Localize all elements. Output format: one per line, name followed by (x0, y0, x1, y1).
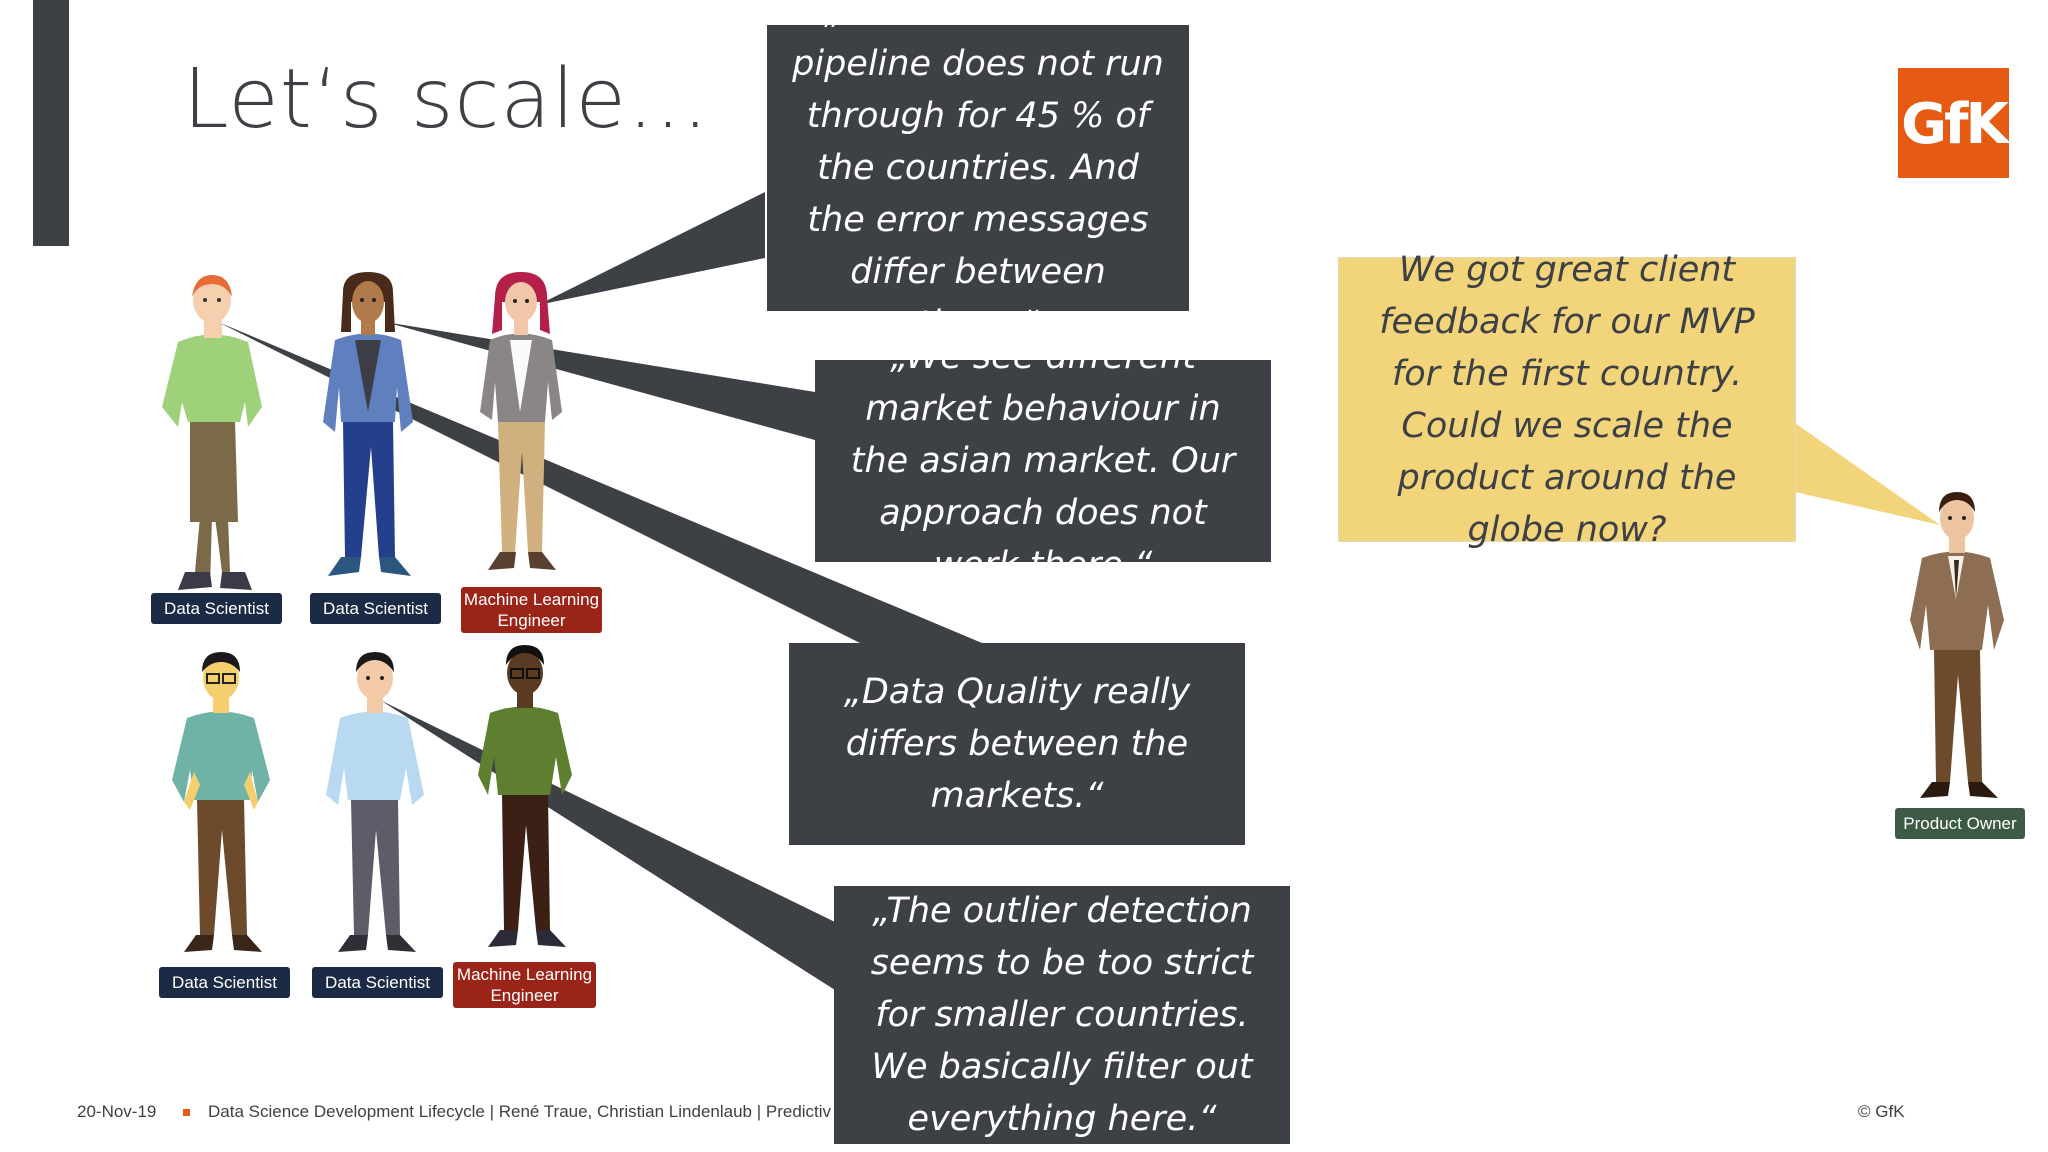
tail-outlier (380, 700, 835, 990)
tail-pipeline (538, 192, 765, 305)
footer-copyright: © GfK (1858, 1102, 1905, 1121)
accent-bar (33, 0, 69, 246)
person-icon (323, 272, 413, 576)
label-data-scientist-4: Data Scientist (312, 967, 443, 998)
tail-product-owner (1795, 423, 1940, 525)
bubble-product-owner: We got great client feedback for our MVP… (1338, 250, 1796, 550)
label-product-owner: Product Owner (1895, 808, 2025, 839)
bubble-data-quality: „Data Quality really differs between the… (789, 643, 1245, 845)
logo-text: GfK (1901, 92, 2009, 157)
person-icon (1910, 492, 2004, 798)
bubble-asian-market: „We see different market behaviour in th… (815, 337, 1271, 585)
bubble-pipeline: „It seems like the pipeline does not run… (767, 0, 1189, 344)
person-icon (480, 272, 562, 570)
label-ml-engineer-2: Machine Learning Engineer (453, 962, 596, 1008)
person-icon (172, 652, 270, 952)
label-data-scientist-1: Data Scientist (151, 593, 282, 624)
footer-date: 20-Nov-19 (77, 1102, 157, 1121)
label-ml-engineer-1: Machine Learning Engineer (461, 587, 602, 633)
page-title: Let‘s scale… (183, 52, 710, 147)
label-data-scientist-2: Data Scientist (310, 593, 441, 624)
bubble-outlier: „The outlier detection seems to be too s… (834, 886, 1290, 1144)
person-icon (478, 645, 572, 947)
footer-bullet (183, 1109, 190, 1116)
footer-text: Data Science Development Lifecycle | Ren… (208, 1102, 832, 1121)
person-icon (162, 275, 262, 590)
gfk-logo-icon: GfK (1898, 68, 2009, 178)
person-icon (326, 652, 424, 952)
label-data-scientist-3: Data Scientist (159, 967, 290, 998)
